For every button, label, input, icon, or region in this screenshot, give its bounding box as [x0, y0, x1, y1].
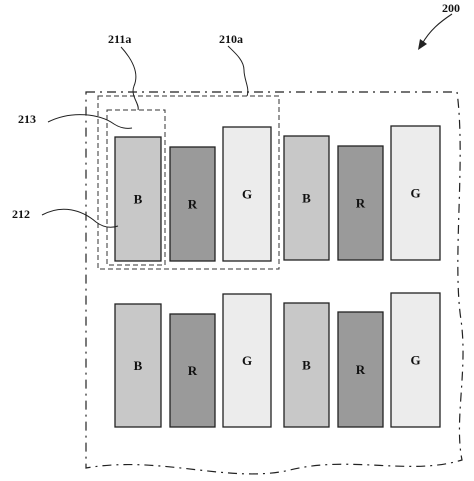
- subpixel-g-r1c3: G: [222, 126, 272, 262]
- label-210a: 210a: [219, 32, 243, 46]
- subpixel-g-r2c6: G: [390, 292, 441, 428]
- subpixel-label: B: [302, 191, 311, 206]
- label-212: 212: [12, 207, 30, 221]
- subpixel-rect: [169, 313, 216, 428]
- subpixel-rect: [390, 125, 441, 261]
- subpixel-b-r1c1: B: [114, 136, 162, 262]
- leader-line-211a: [120, 46, 139, 111]
- subpixel-rect: [222, 293, 272, 428]
- subpixel-rect: [283, 302, 330, 428]
- subpixel-rect: [222, 126, 272, 262]
- subpixel-label: B: [134, 358, 143, 373]
- arrowhead-200: [418, 39, 427, 50]
- leader-line-212: [41, 208, 119, 228]
- subpixel-label: G: [242, 353, 252, 368]
- subpixel-label: G: [410, 186, 420, 201]
- subpixel-rect: [390, 292, 441, 428]
- label-211a: 211a: [108, 32, 131, 46]
- subpixel-r-r2c2: R: [169, 313, 216, 428]
- subpixel-r-r1c5: R: [337, 145, 384, 261]
- pixel-unit-box-210a: [97, 95, 280, 270]
- subpixel-region-box-211a: [106, 109, 166, 266]
- subpixel-rect: [283, 135, 330, 261]
- subpixel-label: R: [356, 196, 366, 211]
- leader-line-200: [421, 13, 453, 45]
- leader-line-210a: [227, 45, 249, 97]
- label-200: 200: [442, 1, 460, 15]
- subpixel-rect: [337, 311, 384, 428]
- subpixel-b-r2c4: B: [283, 302, 330, 428]
- subpixel-g-r1c6: G: [390, 125, 441, 261]
- subpixel-label: R: [188, 363, 198, 378]
- subpixel-label: G: [242, 187, 252, 202]
- subpixel-b-r2c1: B: [114, 303, 162, 428]
- subpixel-rect: [114, 303, 162, 428]
- subpixel-label: R: [356, 362, 366, 377]
- subpixel-label: B: [134, 192, 143, 207]
- subpixel-r-r2c5: R: [337, 311, 384, 428]
- subpixel-label: B: [302, 358, 311, 373]
- subpixel-rect: [169, 146, 216, 262]
- subpixel-label: R: [188, 197, 198, 212]
- label-213: 213: [18, 112, 36, 126]
- subpixel-g-r2c3: G: [222, 293, 272, 428]
- subpixel-rect: [114, 136, 162, 262]
- subpixel-b-r1c4: B: [283, 135, 330, 261]
- subpixel-label: G: [410, 353, 420, 368]
- substrate-outline: [85, 91, 464, 475]
- subpixel-r-r1c2: R: [169, 146, 216, 262]
- subpixel-rect: [337, 145, 384, 261]
- leader-line-213: [47, 114, 133, 129]
